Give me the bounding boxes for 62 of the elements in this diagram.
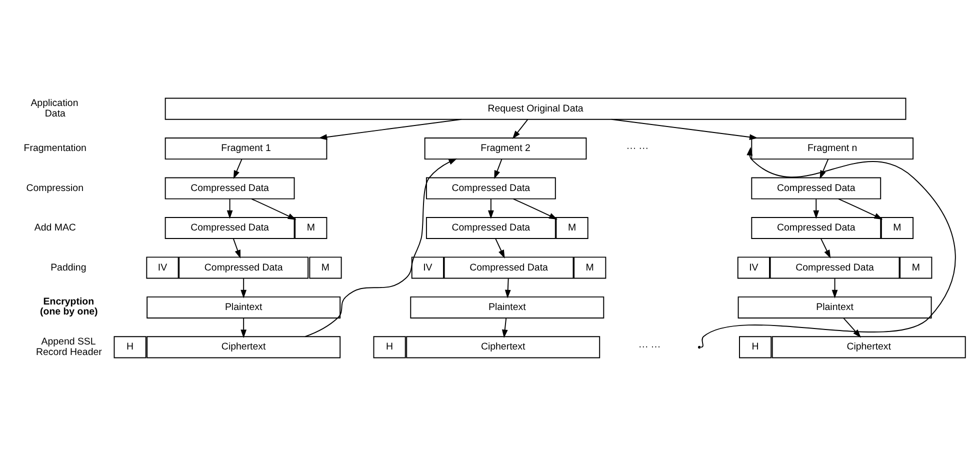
- node-box: Compressed Data: [751, 216, 882, 239]
- arrow: [226, 198, 233, 218]
- node-box: IV: [411, 256, 444, 278]
- node-box: Ciphertext: [146, 336, 341, 358]
- node-box: Plaintext: [738, 296, 932, 318]
- label: Add MAC: [34, 222, 76, 234]
- label: Compression: [26, 182, 84, 194]
- arrow: [700, 146, 956, 348]
- arrow: [843, 317, 862, 338]
- arrow: [304, 158, 458, 337]
- arrow: [502, 317, 508, 338]
- node-box: Fragment 1: [164, 137, 328, 160]
- node-box: Compressed Data: [426, 216, 556, 239]
- arrow: [233, 158, 242, 178]
- node-box: Compressed Data: [444, 256, 574, 278]
- arrow: [512, 118, 528, 139]
- node-box: Compressed Data: [164, 176, 295, 199]
- label: Application Data: [30, 98, 78, 120]
- arrow: [832, 278, 838, 298]
- node-box: Ciphertext: [406, 336, 600, 358]
- arrow: [611, 118, 758, 140]
- node-box: Compressed Data: [426, 176, 556, 199]
- arrow: [512, 198, 558, 219]
- arrow: [813, 198, 820, 218]
- node-box: M: [309, 256, 342, 278]
- arrow: [494, 158, 502, 179]
- node-box: M: [900, 256, 932, 278]
- label: Fragmentation: [24, 142, 86, 154]
- node-box: M: [880, 216, 914, 239]
- label: ··· ···: [626, 142, 648, 154]
- node-box: Request Original Data: [164, 97, 906, 120]
- node-box: Compressed Data: [178, 256, 309, 278]
- node-box: Plaintext: [146, 296, 341, 318]
- arrow: [488, 198, 494, 218]
- node-box: IV: [737, 256, 770, 278]
- node-box: Ciphertext: [772, 336, 966, 358]
- node-box: Fragment n: [751, 137, 914, 160]
- node-box: Plaintext: [410, 296, 604, 318]
- arrow: [838, 198, 883, 219]
- node-box: Compressed Data: [164, 216, 295, 239]
- label: Padding: [50, 262, 86, 273]
- arrow: [318, 118, 462, 140]
- node-box: Compressed Data: [770, 256, 900, 278]
- label: Encryption (one by one): [40, 296, 98, 317]
- arrow: [504, 278, 511, 298]
- arrow: [251, 198, 296, 220]
- node-box: Compressed Data: [751, 176, 882, 199]
- node-box: H: [114, 336, 146, 358]
- node-box: M: [556, 216, 588, 239]
- arrow: [240, 317, 247, 338]
- node-box: M: [294, 216, 328, 239]
- arrow: [232, 238, 241, 258]
- arrow: [820, 238, 831, 258]
- node-box: H: [739, 336, 772, 358]
- node-box: H: [373, 336, 406, 358]
- arrow: [495, 238, 505, 258]
- label: Append SSL Record Header: [36, 336, 102, 358]
- node-box: M: [574, 256, 606, 278]
- node-box: Fragment 2: [424, 137, 587, 160]
- node-box: IV: [146, 256, 179, 278]
- label: ··· ···: [638, 341, 661, 352]
- arrow: [240, 278, 247, 298]
